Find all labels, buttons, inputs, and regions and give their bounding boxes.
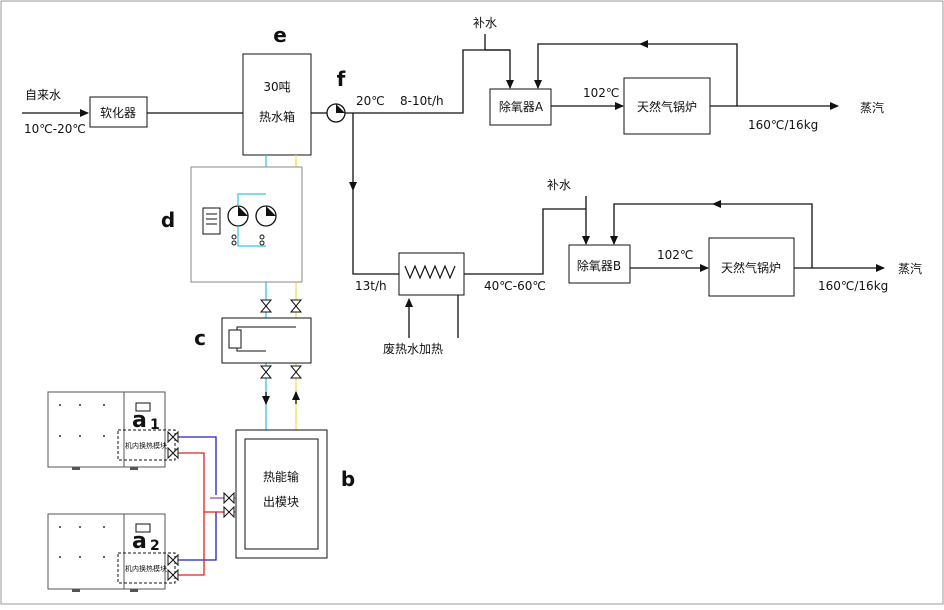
- tag-c: c: [194, 326, 206, 350]
- a1-supply-pipe: [175, 452, 205, 512]
- softener-label: 软化器: [100, 106, 136, 120]
- waste-heat-label: 废热水加热: [383, 341, 443, 356]
- softener-box: [89, 96, 148, 128]
- tank-capacity: 30吨: [263, 80, 290, 94]
- tank-label: 热水箱: [259, 109, 295, 124]
- inlet-label: 自来水: [25, 88, 61, 102]
- compressor-a2-module-label: 机内换热模块: [125, 564, 167, 573]
- compressor-a2-display-icon: [135, 523, 151, 533]
- lower-line-a: [352, 186, 399, 275]
- lower-flow: 13t/h: [355, 279, 387, 293]
- lower-out-temp: 40℃-60℃: [484, 279, 546, 293]
- deaerator-b-label: 除氧器B: [577, 258, 621, 273]
- a1-return-pipe: [175, 436, 217, 495]
- tag-b: b: [341, 467, 355, 491]
- compressor-a2: 机内换热模块 a 2: [47, 513, 176, 592]
- boiler-b-box: [708, 237, 795, 297]
- module-b-line2: 出模块: [263, 495, 299, 509]
- upper-return-line: [534, 43, 738, 106]
- tag-e: e: [273, 23, 287, 47]
- heat-exchanger-coil-icon: [404, 264, 456, 280]
- module-d-controller: [202, 207, 221, 235]
- lower-return-arrow-icon: [712, 200, 721, 208]
- hot-water-tank: [242, 53, 312, 156]
- compressor-a1-module-label: 机内换热模块: [125, 441, 167, 450]
- upper-return-arrow-icon: [639, 40, 648, 48]
- boiler-b-label: 天然气锅炉: [721, 260, 781, 275]
- boiler-a-box: [623, 77, 711, 135]
- a2-return-pipe: [175, 512, 217, 561]
- tag-d: d: [161, 208, 175, 232]
- compressor-a1: 机内换热模块 a 1: [47, 391, 176, 470]
- lower-makeup-label: 补水: [547, 178, 571, 192]
- pump-impeller-icon: [336, 104, 345, 113]
- compressor-a2-subscript: 2: [150, 538, 160, 554]
- a2-supply-pipe: [175, 512, 205, 576]
- upper-makeup-label: 补水: [473, 16, 497, 30]
- compressor-a2-exchange-module: [117, 552, 176, 584]
- compressor-a1-exchange-module: [117, 429, 176, 461]
- lower-steam-label: 蒸汽: [898, 261, 922, 276]
- compressor-a1-tag: a: [132, 408, 147, 433]
- compressor-a1-display-icon: [135, 402, 151, 412]
- lower-temp-102: 102℃: [657, 248, 693, 262]
- deaerator-a-box: [489, 88, 552, 126]
- compressor-a1-subscript: 1: [150, 417, 160, 433]
- module-c-sensor-icon: [228, 329, 242, 349]
- lower-line-b: [464, 208, 586, 275]
- inlet-temp: 10℃-20℃: [24, 122, 86, 136]
- upper-flow: 8-10t/h: [400, 94, 444, 108]
- module-b-line1: 热能输: [263, 469, 299, 484]
- upper-makeup-line: [484, 34, 514, 89]
- upper-steam-cond: 160℃/16kg: [748, 118, 818, 132]
- boiler-a-label: 天然气锅炉: [637, 99, 697, 114]
- compressor-piping: [167, 430, 236, 582]
- upper-temp-102: 102℃: [583, 86, 619, 100]
- deaerator-b-box: [568, 244, 631, 284]
- compressor-a2-tag: a: [132, 529, 147, 554]
- tag-f: f: [337, 67, 346, 91]
- deaerator-a-label: 除氧器A: [499, 99, 544, 114]
- upper-steam-label: 蒸汽: [860, 100, 884, 115]
- upper-temp: 20℃: [356, 94, 385, 108]
- lower-steam-cond: 160℃/16kg: [818, 279, 888, 293]
- module-b-inner: [244, 438, 319, 550]
